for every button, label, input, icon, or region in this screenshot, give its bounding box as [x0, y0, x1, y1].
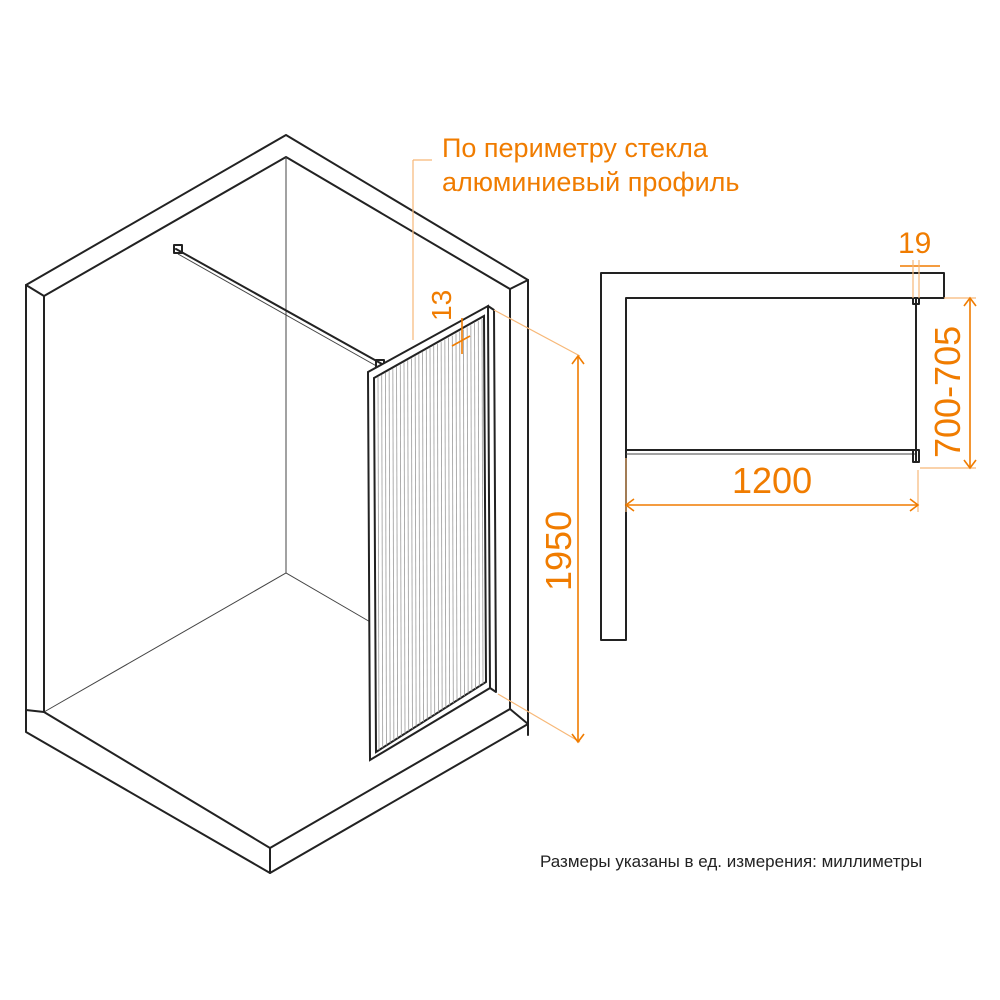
plan-profile-dimension [900, 260, 940, 298]
glass-flute-line [440, 341, 443, 710]
glass-flute-line [459, 331, 462, 699]
height-dimension [493, 309, 585, 744]
glass-flute-line [463, 329, 465, 696]
callout-leader [412, 159, 432, 340]
glass-flute-line [381, 374, 384, 748]
glass-flute-line [377, 376, 380, 751]
glass-panel [366, 304, 497, 762]
glass-flute-line [388, 370, 391, 743]
glass-flute-line [407, 360, 410, 732]
glass-flute-line [433, 345, 436, 715]
callout-line-2: алюминиевый профиль [442, 167, 739, 197]
glass-flute-line [451, 335, 454, 703]
glass-flute-line [444, 339, 447, 708]
glass-flute-line [399, 364, 402, 736]
plan-depth-label: 700-705 [927, 326, 968, 458]
glass-flute-line [411, 358, 413, 729]
glass-flute-line [470, 325, 473, 692]
room-outline [25, 134, 529, 874]
profile-width-dimension [451, 318, 471, 354]
plan-length-dimension [624, 458, 920, 512]
glass-flute-line [392, 368, 395, 741]
profile-width-label: 13 [426, 290, 457, 321]
stabilizer-bar [173, 244, 385, 369]
glass-flute-line [429, 347, 432, 718]
glass-flute-line [455, 333, 458, 701]
glass-flutes [377, 318, 484, 751]
plan-view [600, 272, 945, 641]
glass-flute-line [403, 362, 406, 734]
glass-flute-line [481, 318, 484, 685]
glass-flute-line [466, 327, 469, 694]
glass-flute-line [474, 323, 476, 689]
plan-profile-label: 19 [898, 227, 931, 260]
glass-flute-line [422, 352, 424, 722]
glass-flute-line [385, 372, 387, 746]
callout-line-1: По периметру стекла [442, 133, 709, 163]
glass-flute-line [448, 337, 450, 706]
glass-flute-line [477, 321, 480, 687]
units-footnote: Размеры указаны в ед. измерения: миллиме… [540, 852, 923, 871]
plan-length-label: 1200 [732, 460, 812, 501]
glass-flute-line [437, 343, 439, 713]
glass-flute-line [396, 366, 398, 739]
glass-flute-line [425, 350, 428, 720]
height-label: 1950 [538, 511, 579, 591]
glass-flute-line [414, 356, 417, 727]
glass-flute-line [418, 354, 421, 725]
plan-depth-dimension [920, 296, 977, 470]
